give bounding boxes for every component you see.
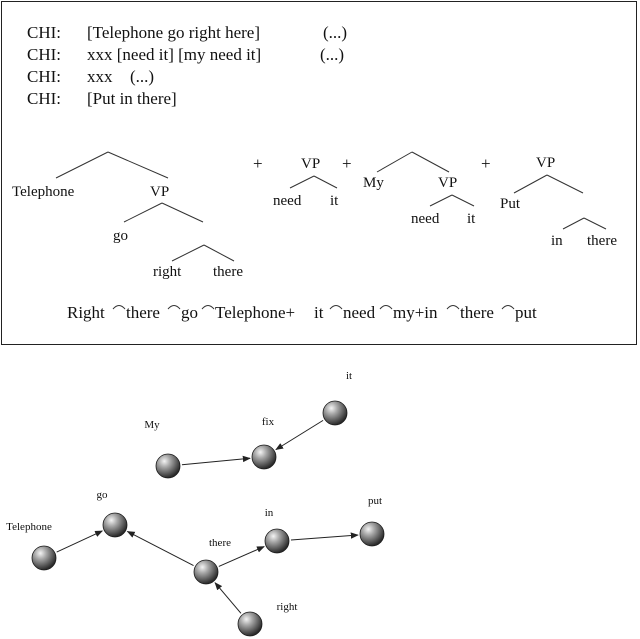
plus-sign: + — [481, 154, 491, 173]
linearized-word: there — [126, 303, 160, 322]
linearization: Right there go Telephone+ it need my+in … — [67, 303, 537, 322]
plus-sign: + — [342, 154, 352, 173]
edge-in-to-put — [290, 532, 359, 541]
node-put — [359, 521, 385, 547]
concat-arc — [329, 305, 343, 310]
edge-it-to-fix — [275, 419, 324, 451]
tree-node-go: go — [113, 228, 128, 244]
linearized-word: it — [314, 303, 324, 322]
tree-branch — [451, 194, 475, 207]
concat-arc — [167, 305, 181, 310]
tree-node-put: Put — [500, 196, 521, 212]
speaker-label: CHI: — [27, 23, 61, 42]
linearized-word: my+in — [393, 303, 438, 322]
tree-branch — [513, 174, 548, 194]
tree-branch — [171, 244, 205, 262]
concat-arc — [501, 305, 515, 310]
utterance-tail: (...) — [320, 45, 344, 64]
node-label-right: right — [277, 601, 298, 613]
tree-node-in: in — [551, 233, 563, 249]
utterance: xxx — [87, 67, 113, 86]
utterance: [Put in there] — [87, 89, 177, 108]
tree-branch — [161, 202, 204, 223]
tree-node-it: it — [330, 193, 339, 209]
tree-node-vp: VP — [150, 184, 169, 200]
utterance-tail: (...) — [130, 67, 154, 86]
tree-my-need-it: My VP need it — [363, 151, 476, 227]
node-go — [102, 512, 128, 538]
tree-telephone: Telephone VP go right there — [12, 151, 243, 280]
node-fix — [251, 444, 277, 470]
node-label-fix: fix — [262, 416, 275, 428]
concat-arc — [201, 305, 215, 310]
utterance: [Telephone go right here] — [87, 23, 260, 42]
tree-branch — [107, 151, 169, 179]
tree-node-it: it — [467, 211, 476, 227]
tree-node-there: there — [213, 264, 243, 280]
tree-node-telephone: Telephone — [12, 184, 75, 200]
linearized-word: Right — [67, 303, 105, 322]
speaker-label: CHI: — [27, 89, 61, 108]
tree-node-there: there — [587, 233, 617, 249]
tree-node-right: right — [153, 264, 182, 280]
tree-branch — [289, 175, 315, 189]
linearized-word: Telephone+ — [215, 303, 295, 322]
node-label-my: My — [144, 419, 160, 431]
node-in — [264, 528, 290, 554]
node-telephone — [31, 545, 57, 571]
node-label-put: put — [368, 495, 382, 507]
transcript: CHI: [Telephone go right here] (...) CHI… — [27, 23, 347, 108]
utterance-tail: (...) — [323, 23, 347, 42]
tree-branch — [429, 194, 453, 207]
linearized-word: put — [515, 303, 537, 322]
linearized-word: need — [343, 303, 376, 322]
tree-branch — [313, 175, 338, 189]
node-label-it: it — [346, 370, 352, 382]
utterance: xxx [need it] [my need it] — [87, 45, 261, 64]
tree-node-vp: VP — [536, 155, 555, 171]
node-it — [322, 400, 348, 426]
edge-telephone-to-go — [56, 530, 104, 553]
tree-node-need: need — [411, 211, 440, 227]
node-label-in: in — [265, 507, 274, 519]
node-my — [155, 453, 181, 479]
tree-branch — [583, 217, 607, 230]
tree-branch — [123, 202, 163, 223]
tree-branch — [546, 174, 584, 194]
edge-right-to-there — [214, 582, 242, 614]
network-edges — [56, 419, 359, 614]
plus-sign: + — [253, 154, 263, 173]
edge-there-to-go — [126, 530, 194, 567]
node-label-go: go — [97, 489, 109, 501]
edge-my-to-fix — [181, 455, 251, 466]
speaker-label: CHI: — [27, 45, 61, 64]
tree-node-vp: VP — [301, 156, 320, 172]
node-label-telephone: Telephone — [6, 521, 52, 533]
tree-branch — [562, 217, 585, 230]
speaker-label: CHI: — [27, 67, 61, 86]
tree-need-it: VP need it — [273, 156, 339, 209]
tree-branch — [55, 151, 109, 179]
node-there — [193, 559, 219, 585]
tree-node-need: need — [273, 193, 302, 209]
linearized-word: there — [460, 303, 494, 322]
linearized-word: go — [181, 303, 198, 322]
tree-node-my: My — [363, 175, 384, 191]
edge-there-to-in — [218, 546, 265, 567]
tree-put-in-there: VP Put in there — [500, 155, 617, 249]
concat-arc — [446, 305, 460, 310]
node-right — [237, 611, 263, 637]
derivation-panel — [1, 1, 637, 345]
concat-arc — [379, 305, 393, 310]
tree-branch — [376, 151, 413, 173]
concat-arc — [112, 305, 126, 310]
tree-node-vp: VP — [438, 175, 457, 191]
tree-branch — [411, 151, 450, 173]
tree-branch — [203, 244, 235, 262]
node-label-there: there — [209, 537, 231, 549]
